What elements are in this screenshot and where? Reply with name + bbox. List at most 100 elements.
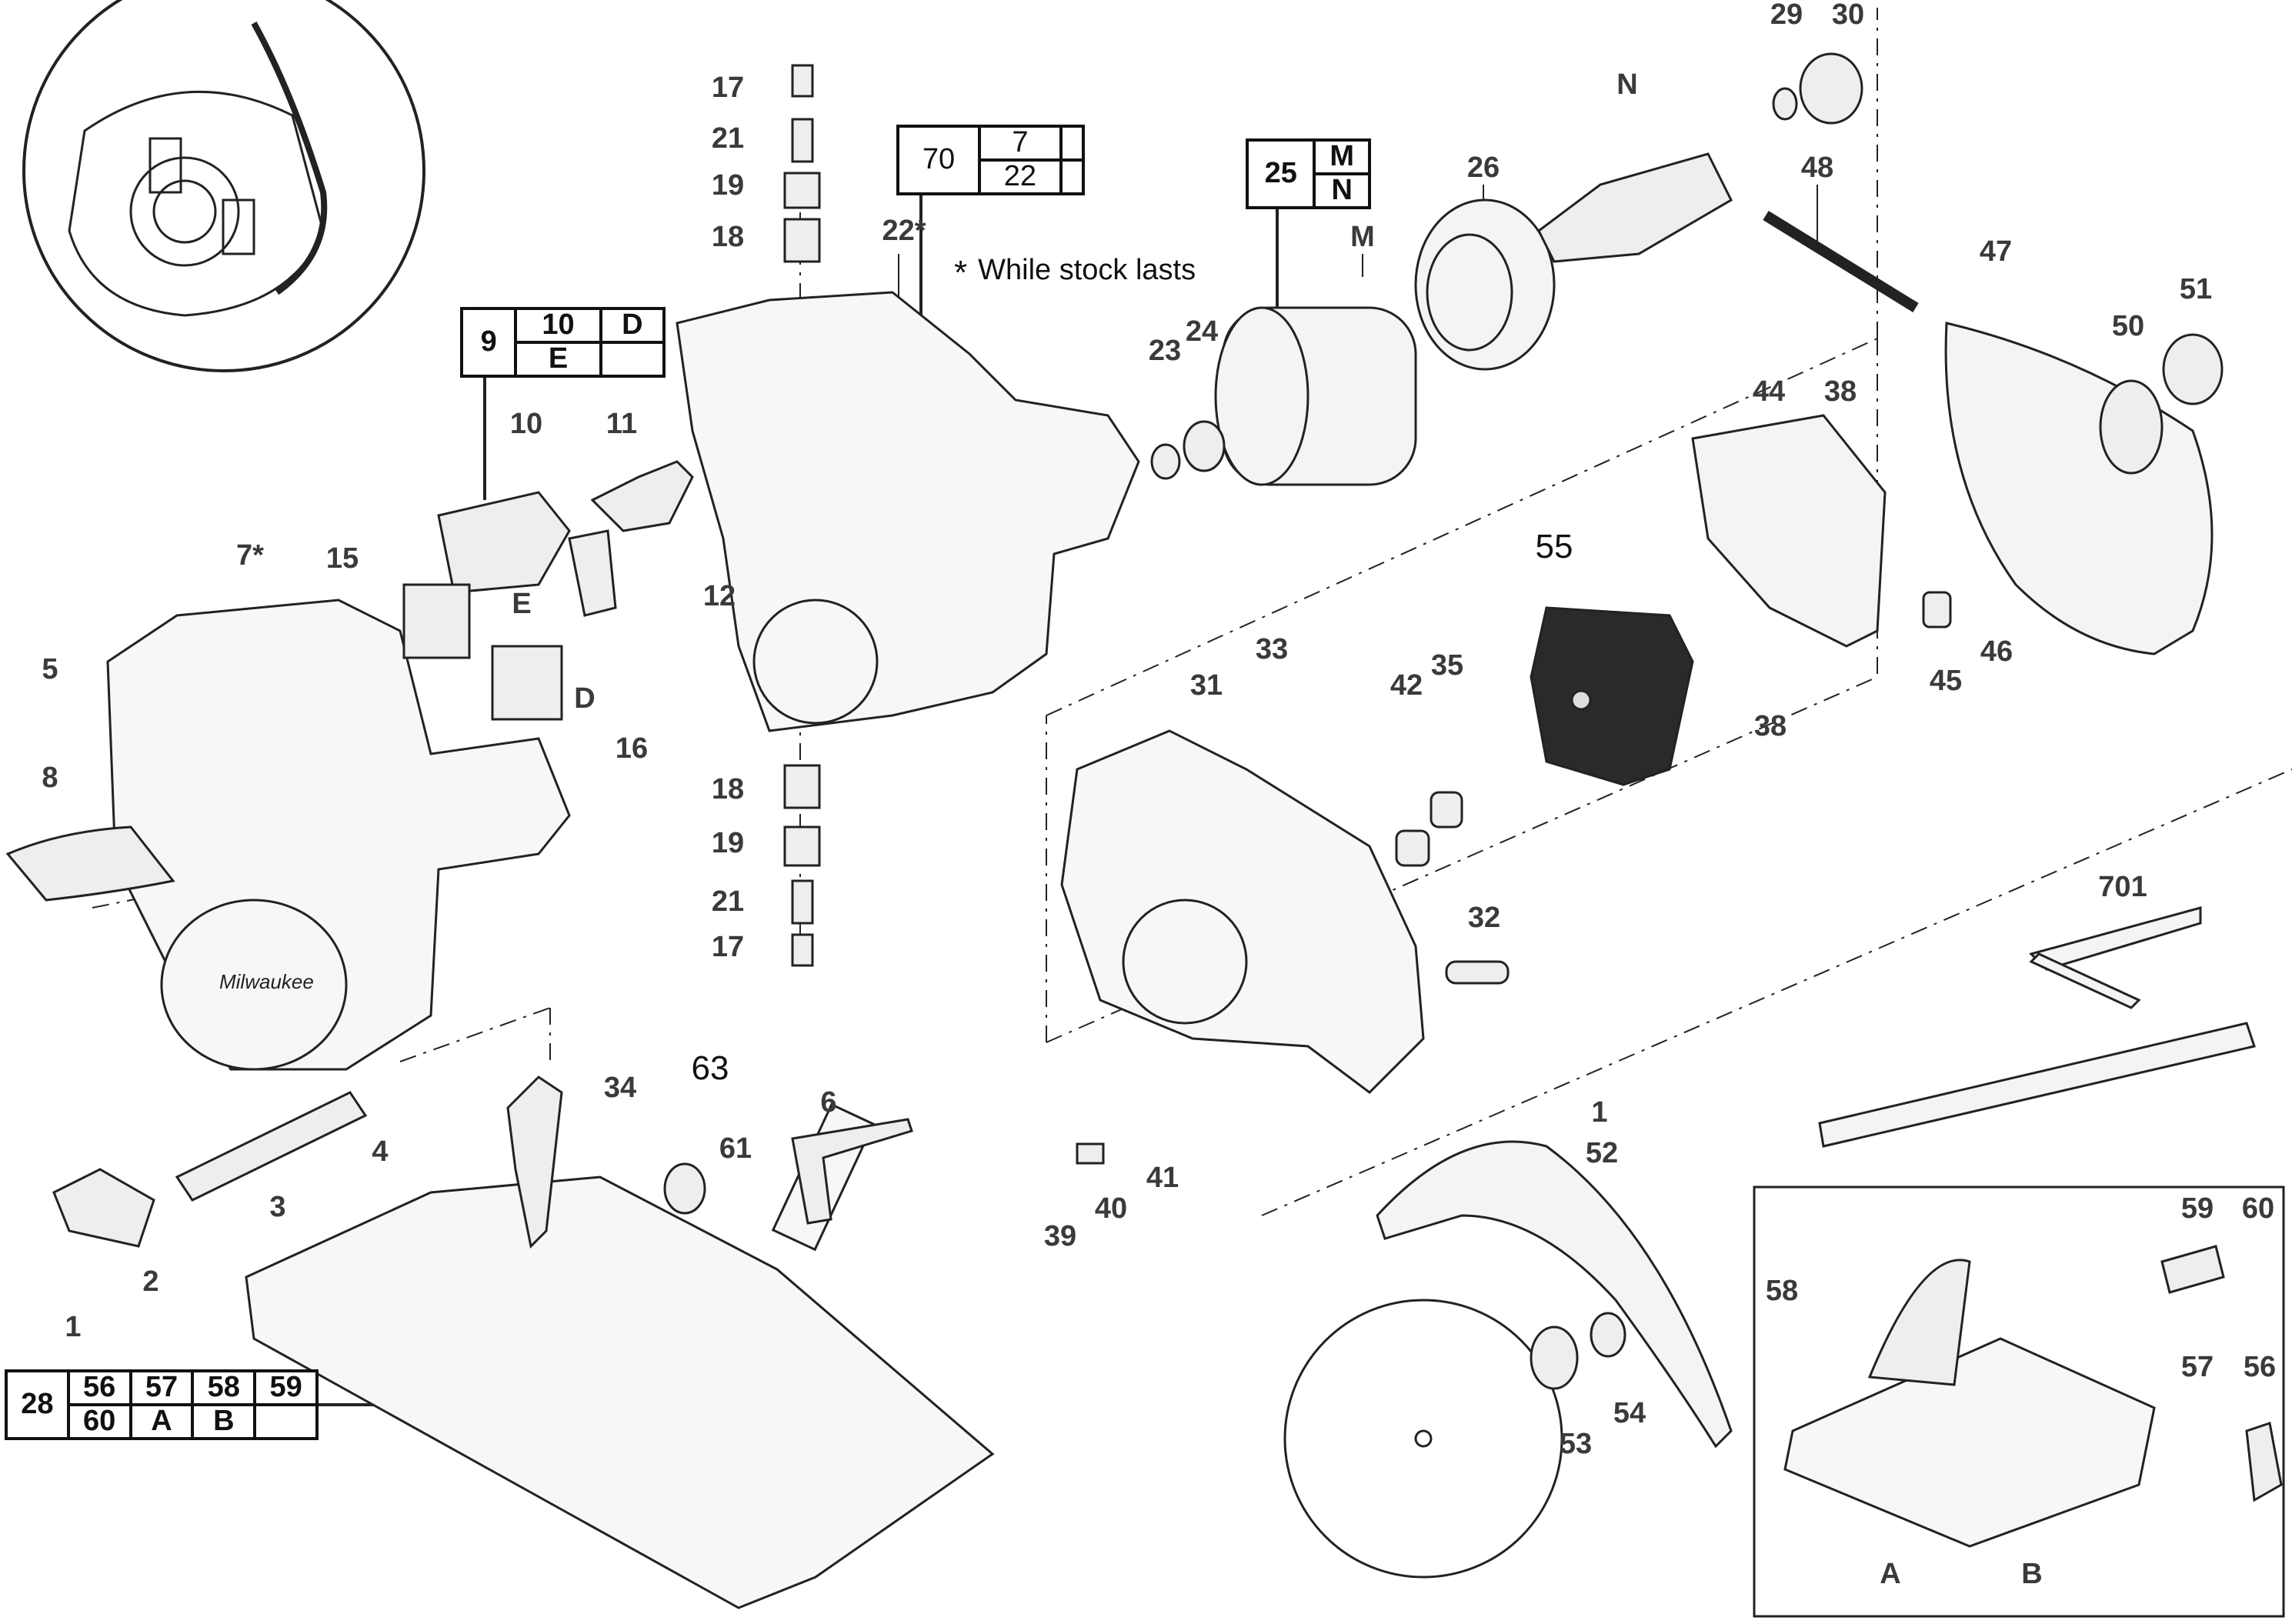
kit-cell: M [1313,138,1371,175]
kit-cell: E [514,340,602,378]
milwaukee-logo: Milwaukee [219,970,314,993]
callout: 8 [42,762,58,794]
callout: E [512,588,532,620]
callout: D [574,682,596,715]
callout: A [1880,1558,1901,1590]
callout: 30 [1831,0,1865,31]
part-knob-61 [663,1162,706,1215]
callout: 47 [1979,235,2013,268]
callout: 59 [2180,1192,2214,1225]
kit-cell: N [1313,172,1371,209]
callout: 22* [882,215,926,247]
callout: 55 [1535,528,1573,565]
callout: 45 [1929,665,1963,697]
part-bearing-23-24 [1150,420,1226,480]
callout: 5 [42,653,58,685]
kit-cell [599,340,666,378]
callout: 54 [1613,1397,1646,1429]
brush-holder-detail-inset [22,0,425,372]
part-base-plate-28 [245,1102,995,1609]
kit-cell: 56 [66,1369,132,1406]
callout: 41 [1146,1162,1179,1194]
callout: N [1616,68,1638,101]
callout: 17 [711,931,745,963]
part-depth-lever [506,1075,563,1249]
callout: 33 [1255,633,1289,665]
part-label-8 [5,825,175,902]
callout: M [1350,221,1375,253]
kit-cell: 10 [514,307,602,344]
callout: 21 [711,122,745,155]
kit-cell: 7 [977,125,1063,162]
callout: 34 [603,1072,637,1104]
part-housing-7: Milwaukee [106,599,571,1071]
part-switch-10 [437,491,617,617]
callout: 1 [1591,1096,1608,1129]
part-bearing-29-30 [1772,52,1863,125]
kit-cell [253,1403,319,1440]
kit-cell: 58 [191,1369,257,1406]
callout: 15 [325,542,359,575]
callout: 31 [1189,669,1223,702]
callout: 1 [65,1311,82,1343]
callout: 24 [1185,315,1219,348]
part-hex-key-6 [791,1118,913,1225]
callout: 61 [719,1132,752,1165]
part-switch-11 [590,460,694,532]
callout: 35 [1430,649,1464,682]
callout: 10 [509,408,543,440]
callout: B [2021,1558,2043,1590]
kit-cell: 59 [253,1369,319,1406]
callout: 42 [1390,669,1423,702]
base-detail-inset [1753,1185,2285,1618]
callout: 3 [269,1191,286,1223]
part-shaft-3 [52,1091,368,1248]
callout: 17 [711,72,745,104]
callout: 6 [820,1086,837,1119]
kit-cell: D [599,307,666,344]
kit-cell: A [128,1403,195,1440]
callout: 39 [1043,1220,1077,1252]
callout: 18 [711,773,745,805]
kit-cell [1059,158,1086,195]
callout: 21 [711,885,745,918]
callout: 63 [691,1049,729,1087]
callout: 60 [2241,1192,2275,1225]
callout: 32 [1467,902,1501,934]
callout: 58 [1765,1275,1799,1307]
kit-box-70-main: 70 [896,125,981,195]
callout: 18 [711,221,745,253]
callout: 38 [1753,710,1787,742]
part-fan-26 [1414,198,1556,371]
callout: 57 [2180,1351,2214,1383]
while-stock-lasts-note: *While stock lasts [954,254,1196,292]
callout: 12 [702,580,736,612]
part-shaft-48 [1763,211,1919,312]
part-guard-44 [1691,414,1887,648]
callout: 11 [606,408,638,440]
callout: 7* [236,539,264,572]
note-text: While stock lasts [978,254,1196,286]
callout: 48 [1800,152,1834,184]
callout: 2 [142,1266,159,1298]
callout: 38 [1823,375,1857,408]
callout: 16 [615,732,649,765]
kit-box-28-main: 28 [5,1369,70,1440]
kit-cell: B [191,1403,257,1440]
kit-cell: 60 [66,1403,132,1440]
kit-box-25-main: 25 [1245,138,1316,209]
part-gearbox-55 [1530,606,1694,786]
callout: 52 [1585,1137,1619,1169]
part-upper-guard-52 [1376,1140,1733,1449]
part-rings-50-51 [2099,333,2224,475]
callout: 53 [1559,1428,1593,1460]
kit-cell: 57 [128,1369,195,1406]
part-field-25 [1214,306,1417,486]
kit-cell [1059,125,1086,162]
